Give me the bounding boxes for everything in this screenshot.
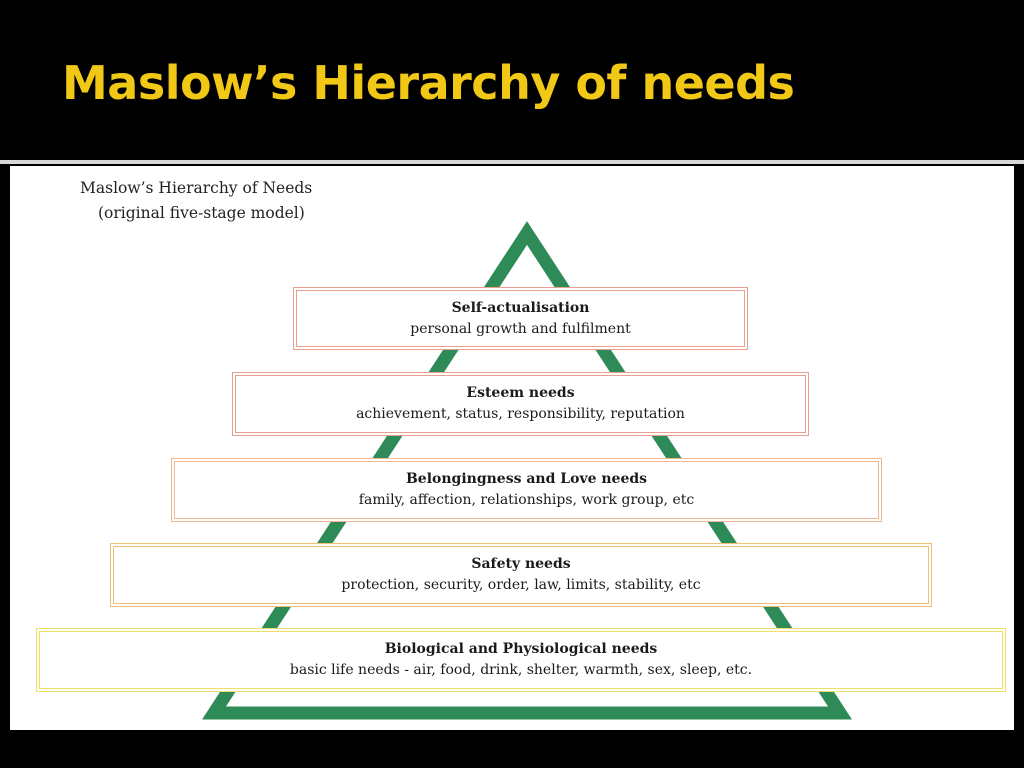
tier-title: Self-actualisation [451,299,590,316]
tier-belongingness: Belongingness and Love needs family, aff… [171,458,882,522]
tier-self-actualisation: Self-actualisation personal growth and f… [293,287,748,350]
slide-title: Maslow’s Hierarchy of needs [62,56,795,110]
tier-safety: Safety needs protection, security, order… [110,543,932,607]
tier-description: personal growth and fulfilment [410,320,631,337]
tier-physiological: Biological and Physiological needs basic… [36,628,1006,692]
tier-title: Esteem needs [466,385,575,401]
tier-description: basic life needs - air, food, drink, she… [289,662,753,678]
tier-esteem: Esteem needs achievement, status, respon… [232,372,809,436]
caption-line-2: (original five-stage model) [98,204,305,222]
tier-description: protection, security, order, law, limits… [341,577,701,593]
tier-title: Belongingness and Love needs [405,471,648,487]
tier-title: Safety needs [471,556,571,572]
caption-line-1: Maslow’s Hierarchy of Needs [80,179,313,197]
tier-title: Biological and Physiological needs [384,641,658,657]
title-divider [0,160,1024,164]
tier-description: family, affection, relationships, work g… [358,492,695,508]
tier-description: achievement, status, responsibility, rep… [356,406,685,422]
figure-caption: Maslow’s Hierarchy of Needs (original fi… [80,176,420,226]
